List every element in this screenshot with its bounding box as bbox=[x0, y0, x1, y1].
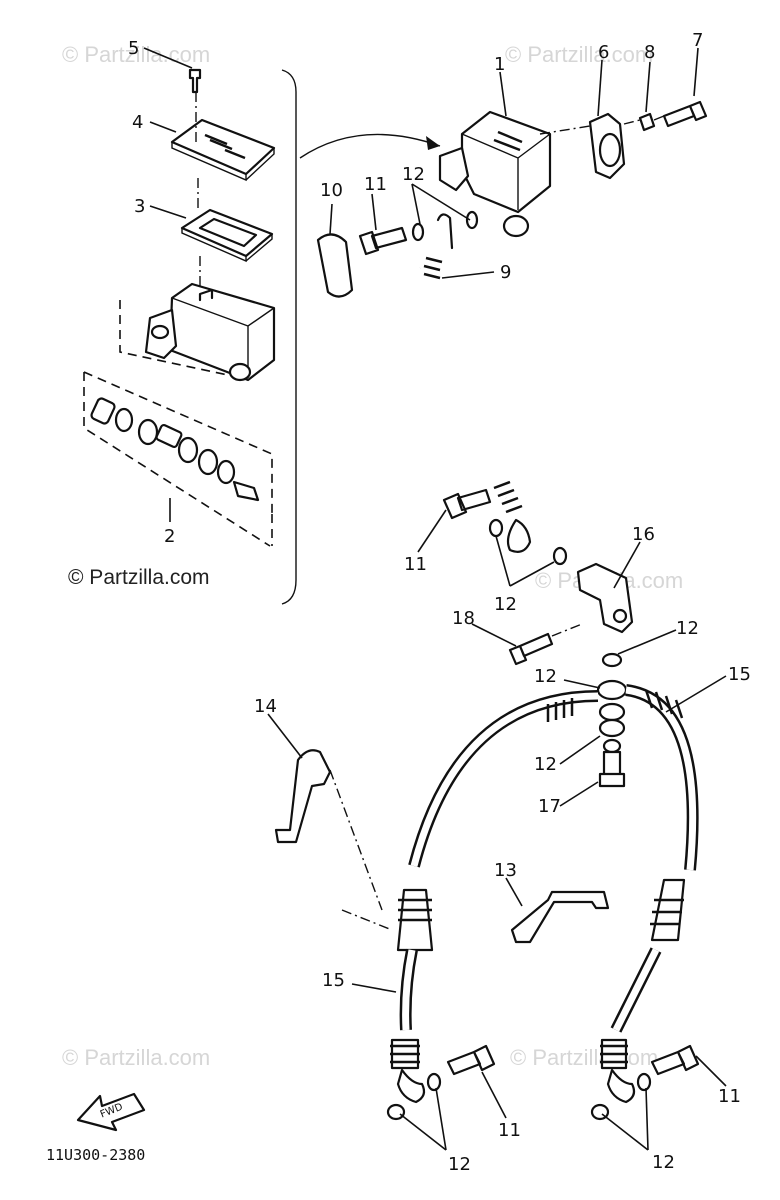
joint-bolt-part-18 bbox=[508, 632, 554, 666]
washer-upper-right bbox=[465, 210, 479, 230]
banjo-cover-part-10 bbox=[316, 233, 354, 298]
watermark-top-right: © Partzilla.com bbox=[505, 42, 653, 67]
banjo-bolt-upper-part-11 bbox=[358, 226, 408, 256]
label-part-17: 17 bbox=[538, 796, 561, 817]
label-part-4: 4 bbox=[132, 112, 143, 133]
master-cylinder-assembly bbox=[438, 100, 708, 238]
label-part-12-mid: 12 bbox=[494, 594, 517, 615]
label-part-12-upper: 12 bbox=[402, 164, 425, 185]
master-cylinder-body bbox=[168, 282, 276, 382]
label-part-15-upper: 15 bbox=[728, 664, 751, 685]
washer-upper-left bbox=[411, 222, 425, 242]
screw-part-5 bbox=[188, 68, 202, 94]
washer-mid-right bbox=[552, 546, 568, 566]
piston-kit-part-2 bbox=[90, 397, 260, 502]
hose-bracket-part-14 bbox=[274, 749, 332, 844]
label-part-13: 13 bbox=[494, 860, 517, 881]
label-part-12-lower-right: 12 bbox=[652, 1152, 675, 1173]
hose-lower-fitting bbox=[506, 518, 532, 553]
piston-kit-outline-part-2 bbox=[83, 371, 273, 547]
banjo-bolt-lower-right-part-11 bbox=[650, 1044, 700, 1076]
splitter-union bbox=[596, 679, 628, 701]
spring-washer-part-8 bbox=[638, 112, 656, 132]
brake-hose-right-part-15 bbox=[600, 684, 699, 1104]
watermark-bottom-left: © Partzilla.com bbox=[62, 1045, 210, 1070]
label-part-11-mid: 11 bbox=[404, 554, 427, 575]
label-part-12-top: 12 bbox=[676, 618, 699, 639]
clamp-bolt-part-7 bbox=[662, 100, 708, 128]
washer-lower-left-a bbox=[426, 1072, 442, 1092]
washer-lower-left-b bbox=[386, 1103, 406, 1121]
assembly-arrow bbox=[299, 133, 441, 159]
label-part-12-lower-left: 12 bbox=[448, 1154, 471, 1175]
banjo-bolt-lower-left-part-11 bbox=[446, 1044, 496, 1076]
banjo-bolt-mid-part-11 bbox=[442, 488, 492, 520]
fwd-arrow: FWD bbox=[76, 1092, 146, 1132]
reservoir-cap-part-4 bbox=[170, 118, 276, 176]
label-part-2: 2 bbox=[164, 526, 175, 547]
part-labels: 5 4 3 2 1 6 8 7 10 11 12 9 11 12 16 18 1… bbox=[128, 30, 751, 1175]
label-part-12-left: 12 bbox=[534, 666, 557, 687]
label-part-10: 10 bbox=[320, 180, 343, 201]
group-bracket bbox=[281, 69, 297, 605]
label-part-11-lower-left: 11 bbox=[498, 1120, 521, 1141]
label-part-3: 3 bbox=[134, 196, 145, 217]
label-part-9: 9 bbox=[500, 262, 511, 283]
leader-lines bbox=[143, 47, 727, 1151]
label-part-1: 1 bbox=[494, 54, 505, 75]
washer-lower-right-a bbox=[636, 1072, 652, 1092]
label-part-14: 14 bbox=[254, 696, 277, 717]
hose-bracket-part-13 bbox=[510, 890, 610, 944]
brake-hose-left-part-15 bbox=[390, 690, 599, 1104]
union-bolt-part-17 bbox=[598, 750, 626, 788]
master-cylinder-part-1 bbox=[460, 110, 552, 214]
label-part-5: 5 bbox=[128, 38, 139, 59]
label-part-11-upper: 11 bbox=[364, 174, 387, 195]
washer-stack-top bbox=[601, 652, 623, 668]
label-part-11-lower-right: 11 bbox=[718, 1086, 741, 1107]
label-part-12-lower: 12 bbox=[534, 754, 557, 775]
label-part-7: 7 bbox=[692, 30, 703, 51]
master-cylinder-exploded-group bbox=[83, 68, 441, 605]
label-part-6: 6 bbox=[598, 42, 609, 63]
washer-mid-left bbox=[488, 518, 504, 538]
label-part-8: 8 bbox=[644, 42, 655, 63]
label-part-18: 18 bbox=[452, 608, 475, 629]
diagram-code: 11U300-2380 bbox=[46, 1146, 145, 1164]
watermark-mid-left: © Partzilla.com bbox=[68, 566, 210, 589]
watermark-bottom-right: © Partzilla.com bbox=[510, 1045, 658, 1070]
washer-stack-bottom bbox=[602, 738, 622, 754]
label-part-16: 16 bbox=[632, 524, 655, 545]
label-part-15-lower: 15 bbox=[322, 970, 345, 991]
watermark-top-left: © Partzilla.com bbox=[62, 42, 210, 67]
